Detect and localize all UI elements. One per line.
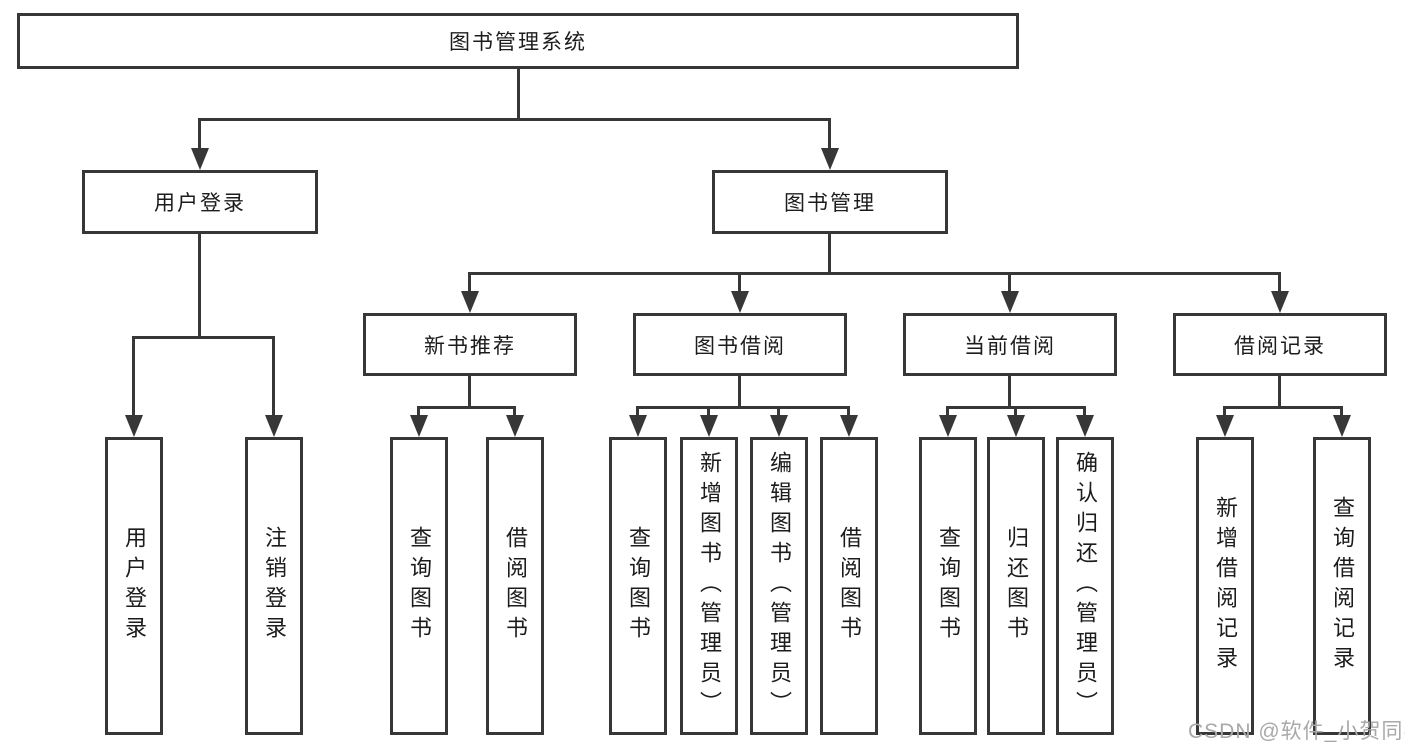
- arrow-down-icon: [700, 415, 718, 437]
- connector-book-management-hbar: [468, 272, 1281, 275]
- node-leaf-logout: 注销登录: [245, 437, 303, 735]
- connector-stem-leaf: [1223, 406, 1226, 418]
- arrow-down-icon: [770, 415, 788, 437]
- node-borrow-records: 借阅记录: [1173, 313, 1387, 376]
- node-leaf-query-borrow-record: 查询借阅记录: [1313, 437, 1371, 735]
- arrow-down-icon: [265, 415, 283, 437]
- connector-stem-leaf: [1014, 406, 1017, 418]
- arrow-down-icon: [1007, 415, 1025, 437]
- arrow-down-icon: [1333, 415, 1351, 437]
- connector-stem-level3: [1278, 272, 1281, 294]
- arrow-down-icon: [939, 415, 957, 437]
- node-label: 新增图书（管理员）: [697, 451, 722, 721]
- node-label: 查询借阅记录: [1330, 496, 1355, 676]
- arrow-down-icon: [1216, 415, 1234, 437]
- node-book-borrow: 图书借阅: [633, 313, 847, 376]
- connector-borrow-hbar: [636, 406, 850, 409]
- connector-root-stem: [517, 69, 520, 118]
- connector-root-hbar: [198, 118, 831, 121]
- node-label: 借阅记录: [1234, 334, 1326, 358]
- connector-stem-leaf: [513, 406, 516, 418]
- node-label: 图书管理: [784, 192, 876, 215]
- arrow-down-icon: [1076, 415, 1094, 437]
- node-book-management: 图书管理: [712, 170, 948, 234]
- arrow-down-icon: [506, 415, 524, 437]
- arrow-down-icon: [731, 291, 749, 313]
- arrow-down-icon: [1271, 291, 1289, 313]
- node-label: 用户登录: [154, 192, 246, 215]
- node-label: 查询图书: [407, 526, 432, 646]
- node-label: 图书管理系统: [449, 31, 587, 54]
- connector-records-stem: [1278, 376, 1281, 406]
- watermark: CSDN @软件_小贺同学: [1188, 720, 1405, 743]
- node-leaf-edit-books-admin: 编辑图书（管理员）: [750, 437, 808, 735]
- connector-stem-user-login: [198, 118, 201, 151]
- arrow-down-icon: [1001, 291, 1019, 313]
- node-label: 借阅图书: [503, 526, 528, 646]
- node-label: 确认归还（管理员）: [1073, 451, 1098, 721]
- connector-stem-leaf: [707, 406, 710, 418]
- connector-stem-leaf: [946, 406, 949, 418]
- node-root: 图书管理系统: [17, 13, 1019, 69]
- arrow-down-icon: [191, 148, 209, 170]
- connector-stem-leaf: [777, 406, 780, 418]
- node-label: 新书推荐: [424, 334, 516, 358]
- node-label: 当前借阅: [964, 334, 1056, 358]
- arrow-down-icon: [629, 415, 647, 437]
- arrow-down-icon: [840, 415, 858, 437]
- node-leaf-query-books-current: 查询图书: [919, 437, 977, 735]
- node-leaf-borrow-books-recommend: 借阅图书: [486, 437, 544, 735]
- node-label: 查询图书: [626, 526, 651, 646]
- node-leaf-add-books-admin: 新增图书（管理员）: [680, 437, 738, 735]
- node-label: 借阅图书: [837, 526, 862, 646]
- node-label: 新增借阅记录: [1213, 496, 1238, 676]
- node-leaf-query-books-recommend: 查询图书: [390, 437, 448, 735]
- connector-user-login-hbar: [132, 336, 275, 339]
- connector-stem-level3: [738, 272, 741, 294]
- arrow-down-icon: [125, 415, 143, 437]
- connector-book-management-stem: [828, 234, 831, 272]
- connector-user-login-stem: [198, 234, 201, 336]
- connector-stem-leaf: [636, 406, 639, 418]
- arrow-down-icon: [821, 148, 839, 170]
- connector-stem-level3: [1008, 272, 1011, 294]
- node-new-book-recommend: 新书推荐: [363, 313, 577, 376]
- connector-stem-leaf: [417, 406, 420, 418]
- connector-stem-leaf: [847, 406, 850, 418]
- node-leaf-user-login: 用户登录: [105, 437, 163, 735]
- node-label: 用户登录: [122, 526, 147, 646]
- node-leaf-borrow-books-borrow: 借阅图书: [820, 437, 878, 735]
- connector-stem-leaf: [132, 336, 135, 418]
- node-label: 编辑图书（管理员）: [767, 451, 792, 721]
- arrow-down-icon: [410, 415, 428, 437]
- connector-recommend-stem: [468, 376, 471, 406]
- connector-stem-leaf: [1083, 406, 1086, 418]
- connector-records-hbar: [1223, 406, 1343, 409]
- node-current-borrow: 当前借阅: [903, 313, 1117, 376]
- node-label: 图书借阅: [694, 334, 786, 358]
- connector-borrow-stem: [738, 376, 741, 406]
- node-leaf-confirm-return-admin: 确认归还（管理员）: [1056, 437, 1114, 735]
- node-label: 归还图书: [1004, 526, 1029, 646]
- connector-stem-leaf: [1340, 406, 1343, 418]
- connector-stem-leaf: [272, 336, 275, 418]
- connector-stem-book-management: [828, 118, 831, 151]
- node-leaf-query-books-borrow: 查询图书: [609, 437, 667, 735]
- node-label: 查询图书: [936, 526, 961, 646]
- node-user-login: 用户登录: [82, 170, 318, 234]
- connector-current-stem: [1008, 376, 1011, 406]
- connector-stem-level3: [468, 272, 471, 294]
- node-leaf-return-books: 归还图书: [987, 437, 1045, 735]
- connector-recommend-hbar: [417, 406, 516, 409]
- arrow-down-icon: [461, 291, 479, 313]
- node-label: 注销登录: [262, 526, 287, 646]
- node-leaf-add-borrow-record: 新增借阅记录: [1196, 437, 1254, 735]
